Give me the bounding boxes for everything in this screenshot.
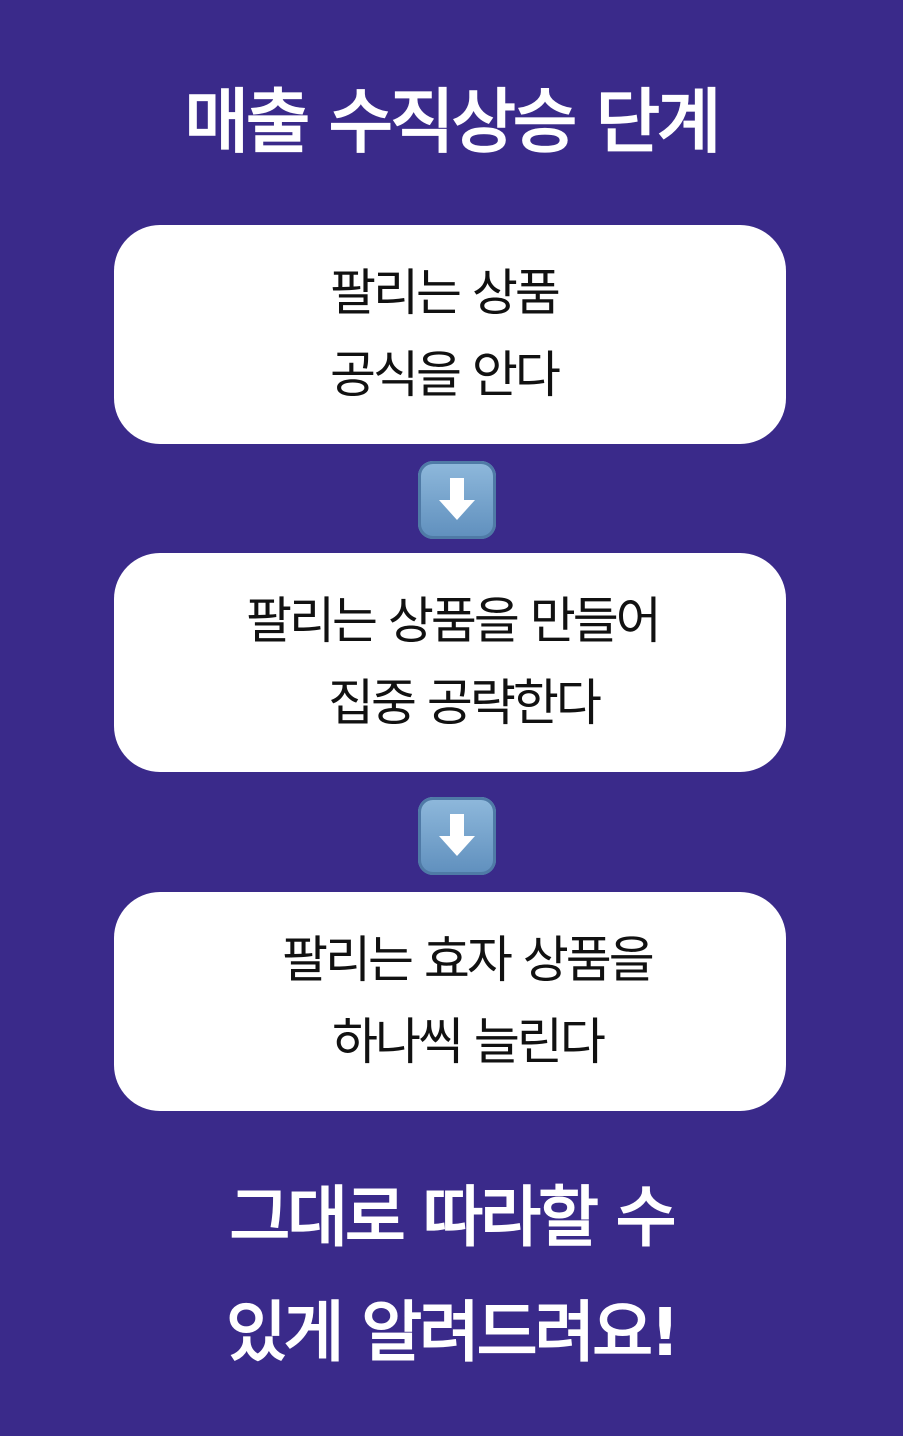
step-2-line-1: 팔리는 상품을 만들어: [246, 592, 662, 650]
step-card-1: 팔리는 상품 공식을 안다: [114, 225, 786, 444]
step-1-line-1: 팔리는 상품: [330, 264, 561, 322]
step-3-line-2: 하나씩 늘린다: [332, 1013, 606, 1071]
footer-line-2: 있게 알려드려요!: [225, 1294, 680, 1371]
step-card-2: 팔리는 상품을 만들어 집중 공략한다: [114, 553, 786, 772]
down-arrow-icon: [418, 461, 496, 539]
step-3-line-1: 팔리는 효자 상품을: [282, 931, 655, 989]
down-arrow-icon: [418, 797, 496, 875]
step-1-line-2: 공식을 안다: [330, 346, 561, 404]
page-title: 매출 수직상승 단계: [184, 81, 722, 163]
step-card-3: 팔리는 효자 상품을 하나씩 늘린다: [114, 892, 786, 1111]
footer-line-1: 그대로 따라할 수: [229, 1179, 677, 1256]
step-2-line-2: 집중 공략한다: [328, 674, 602, 732]
